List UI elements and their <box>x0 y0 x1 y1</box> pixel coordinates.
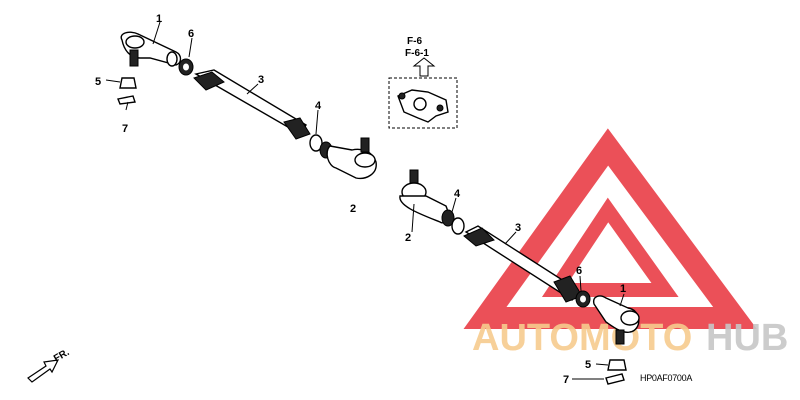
callout-2-lower: 2 <box>405 232 411 244</box>
upper-tie-rod-assembly <box>105 21 377 180</box>
reference-label-2: F-6-1 <box>405 48 429 59</box>
reference-frame <box>388 77 458 129</box>
callout-7-upper: 7 <box>122 123 128 135</box>
callout-2-middle: 2 <box>350 203 356 215</box>
callout-1-upper: 1 <box>156 13 162 25</box>
diagram-code: HP0AF0700A <box>640 373 692 383</box>
tie-rod-shaft-lower <box>463 225 583 303</box>
reference-label-1: F-6 <box>407 36 422 47</box>
callout-6-lower: 6 <box>576 265 582 277</box>
tie-rod-end-inner-upper <box>326 137 377 180</box>
castle-nut-upper <box>117 77 137 105</box>
tie-rod-end-upper <box>120 31 182 67</box>
locknut-lower <box>575 290 591 308</box>
watermark-inner-triangle-icon <box>541 197 679 297</box>
callout-7-lower: 7 <box>563 374 569 386</box>
callout-4-upper: 4 <box>315 100 322 112</box>
tie-rod-end-inner-lower <box>399 169 449 224</box>
adjuster-nut-upper <box>309 134 333 159</box>
callout-1-lower: 1 <box>620 283 626 295</box>
lower-tie-rod-assembly <box>399 169 640 385</box>
callout-3-lower: 3 <box>515 222 521 234</box>
front-direction-indicator: FR. <box>27 347 72 383</box>
callout-3-upper: 3 <box>258 74 264 86</box>
watermark-brand-part1: AUTOMOTO <box>472 317 692 359</box>
callout-5-lower: 5 <box>585 359 591 371</box>
callout-6-upper: 6 <box>188 28 194 40</box>
adjuster-nut-lower <box>441 209 465 235</box>
steering-knuckle-icon <box>397 89 449 123</box>
front-direction-label: FR. <box>52 347 72 365</box>
callout-4-lower: 4 <box>454 188 461 200</box>
reference-box: F-6 F-6-1 <box>388 36 458 129</box>
front-arrow-icon <box>27 359 60 383</box>
callout-5-upper: 5 <box>95 76 101 88</box>
locknut-upper <box>178 58 194 76</box>
castle-nut-lower <box>605 359 627 385</box>
up-arrow-icon <box>412 57 436 77</box>
watermark-brand-part2: HUB <box>706 317 788 359</box>
callouts: 1 6 3 4 5 7 2 2 4 3 6 1 5 7 <box>95 13 626 386</box>
tie-rod-shaft-upper <box>193 69 311 140</box>
tie-rod-end-lower <box>592 295 640 345</box>
